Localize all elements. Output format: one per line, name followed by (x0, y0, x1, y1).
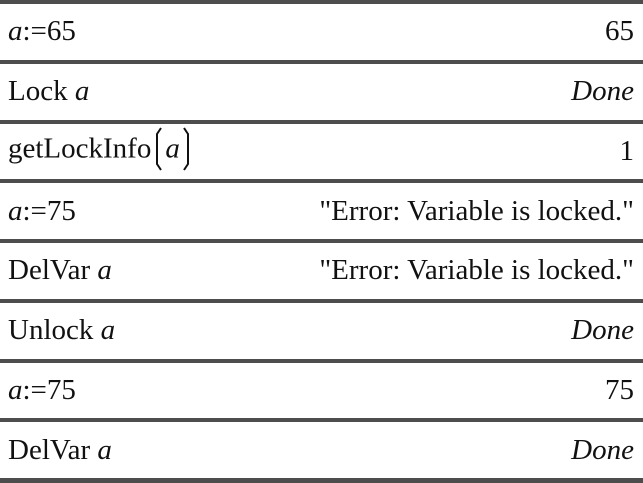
variable-name: Done (571, 314, 634, 347)
variable-name: a (165, 133, 180, 166)
variable-name: a (8, 373, 23, 406)
variable-name: a (97, 433, 112, 466)
command-expression[interactable]: Unlock a (8, 316, 115, 345)
command-text: getLockInfo (8, 133, 152, 166)
result-text: 1 (619, 134, 635, 167)
history-row-8: DelVar a Done (0, 422, 643, 478)
result-value[interactable]: Done (559, 316, 634, 345)
result-value[interactable]: 65 (593, 17, 634, 46)
command-expression[interactable]: Lock a (8, 77, 89, 106)
result-value[interactable]: "Error: Variable is locked." (307, 256, 634, 285)
history-row-6: Unlock a Done (0, 302, 643, 363)
history-row-3: getLockInfo a 1 (0, 123, 643, 184)
command-text: :=75 (22, 373, 76, 406)
variable-name: Done (571, 75, 634, 108)
variable-name: a (8, 15, 23, 48)
result-text: "Error: Variable is locked." (319, 254, 634, 287)
command-expression[interactable]: DelVar a (8, 433, 112, 466)
history-row-5: DelVar a "Error: Variable is locked." (0, 243, 643, 303)
command-text: :=65 (22, 15, 76, 48)
result-text: "Error: Variable is locked." (319, 194, 634, 227)
command-expression[interactable]: a:=75 (8, 194, 76, 227)
result-value[interactable]: Done (559, 77, 634, 106)
command-expression[interactable]: getLockInfo a (8, 127, 194, 174)
result-value[interactable]: 75 (593, 373, 634, 406)
command-expression[interactable]: DelVar a (8, 256, 112, 285)
command-text: Unlock (8, 314, 101, 347)
variable-name: a (74, 75, 90, 108)
result-text: 65 (605, 15, 634, 48)
history-row-7: a:=75 75 (0, 362, 643, 423)
command-text: Lock (8, 75, 75, 108)
result-value[interactable]: "Error: Variable is locked." (307, 194, 634, 227)
variable-name: a (97, 254, 112, 287)
history-row-2: Lock a Done (0, 63, 643, 124)
variable-name: a (8, 194, 23, 227)
paren-open-glyph (156, 127, 163, 171)
command-expression[interactable]: a:=75 (8, 373, 76, 406)
history-row-1: a:=65 65 (0, 4, 643, 64)
command-expression[interactable]: a:=65 (8, 17, 76, 46)
result-text: 75 (605, 373, 634, 406)
command-text: DelVar (8, 433, 98, 466)
command-text: :=75 (22, 194, 76, 227)
variable-name: Done (571, 433, 634, 466)
command-text: DelVar (8, 254, 98, 287)
variable-name: a (100, 314, 116, 347)
paren-close-glyph (183, 127, 189, 171)
result-value[interactable]: Done (559, 433, 634, 466)
history-row-4: a:=75 "Error: Variable is locked." (0, 183, 643, 243)
result-value[interactable]: 1 (608, 134, 635, 167)
